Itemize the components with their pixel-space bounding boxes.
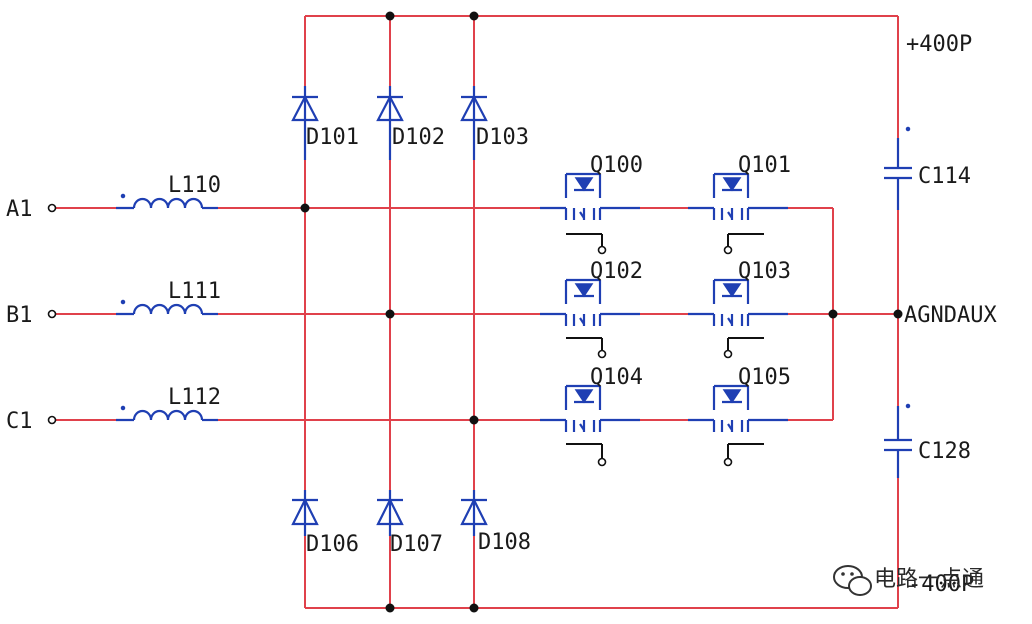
input-ports: A1 B1 C1	[6, 197, 57, 434]
transistor-label: Q105	[738, 365, 791, 390]
port-a-label: A1	[6, 197, 33, 222]
junction-dot	[469, 415, 479, 425]
port-c-terminal	[47, 415, 57, 425]
net-label-bottom: -400P	[908, 572, 974, 597]
transistor-q105: Q105	[688, 365, 791, 467]
junction-dot	[300, 203, 310, 213]
transistor-label: Q104	[590, 365, 643, 390]
transistor-q103: Q103	[688, 259, 791, 359]
junction-dot	[893, 309, 903, 319]
watermark-text: 电路一点通	[874, 567, 984, 592]
junction-dot	[385, 309, 395, 319]
transistor-label: Q103	[738, 259, 791, 284]
diode-d106: D106	[291, 490, 359, 557]
junctions	[300, 11, 903, 613]
diode-label: D103	[476, 125, 529, 150]
inductor-l111: L111	[116, 279, 221, 316]
net-label-top: +400P	[906, 32, 972, 57]
port-a-terminal	[47, 203, 57, 213]
transistor-q101: Q101	[688, 153, 791, 255]
inductor-label: L110	[168, 173, 221, 198]
transistor-label: Q102	[590, 259, 643, 284]
diodes-top: D101 D102 D103	[291, 86, 529, 160]
capacitor-c128: C128	[884, 403, 971, 478]
capacitor-c114: C114	[884, 126, 971, 210]
diode-d101: D101	[291, 86, 359, 160]
diode-label: D106	[306, 532, 359, 557]
diode-d103: D103	[460, 86, 529, 160]
diode-label: D107	[390, 532, 443, 557]
transistor-label: Q101	[738, 153, 791, 178]
watermark: 电路一点通	[833, 565, 984, 596]
transistor-label: Q100	[590, 153, 643, 178]
capacitor-label: C114	[918, 164, 971, 189]
inductors: L110 L111 L112	[116, 173, 221, 422]
port-c-label: C1	[6, 409, 33, 434]
junction-dot	[385, 603, 395, 613]
diode-label: D102	[392, 125, 445, 150]
junction-dot	[469, 603, 479, 613]
inductor-l112: L112	[116, 385, 221, 422]
wires	[56, 15, 899, 609]
net-labels: +400P AGNDAUX -400P	[904, 32, 997, 597]
transistor-q104: Q104	[540, 365, 643, 467]
inductor-l110: L110	[116, 173, 221, 210]
diode-label: D108	[478, 530, 531, 555]
diode-d107: D107	[376, 490, 443, 557]
junction-dot	[828, 309, 838, 319]
capacitor-label: C128	[918, 439, 971, 464]
inductor-label: L111	[168, 279, 221, 304]
junction-dot	[385, 11, 395, 21]
transistors: Q100 Q101	[540, 153, 791, 467]
net-label-mid: AGNDAUX	[904, 303, 997, 328]
diode-d102: D102	[376, 86, 445, 160]
transistor-q102: Q102	[540, 259, 643, 359]
junction-dot	[469, 11, 479, 21]
port-b-label: B1	[6, 303, 33, 328]
inductor-label: L112	[168, 385, 221, 410]
diode-label: D101	[306, 125, 359, 150]
port-b-terminal	[47, 309, 57, 319]
diodes-bottom: D106 D107 D108	[291, 490, 531, 557]
capacitors: C114 C128	[884, 126, 971, 478]
diode-d108: D108	[460, 490, 531, 555]
transistor-q100: Q100	[540, 153, 643, 255]
wechat-icon	[833, 565, 872, 596]
